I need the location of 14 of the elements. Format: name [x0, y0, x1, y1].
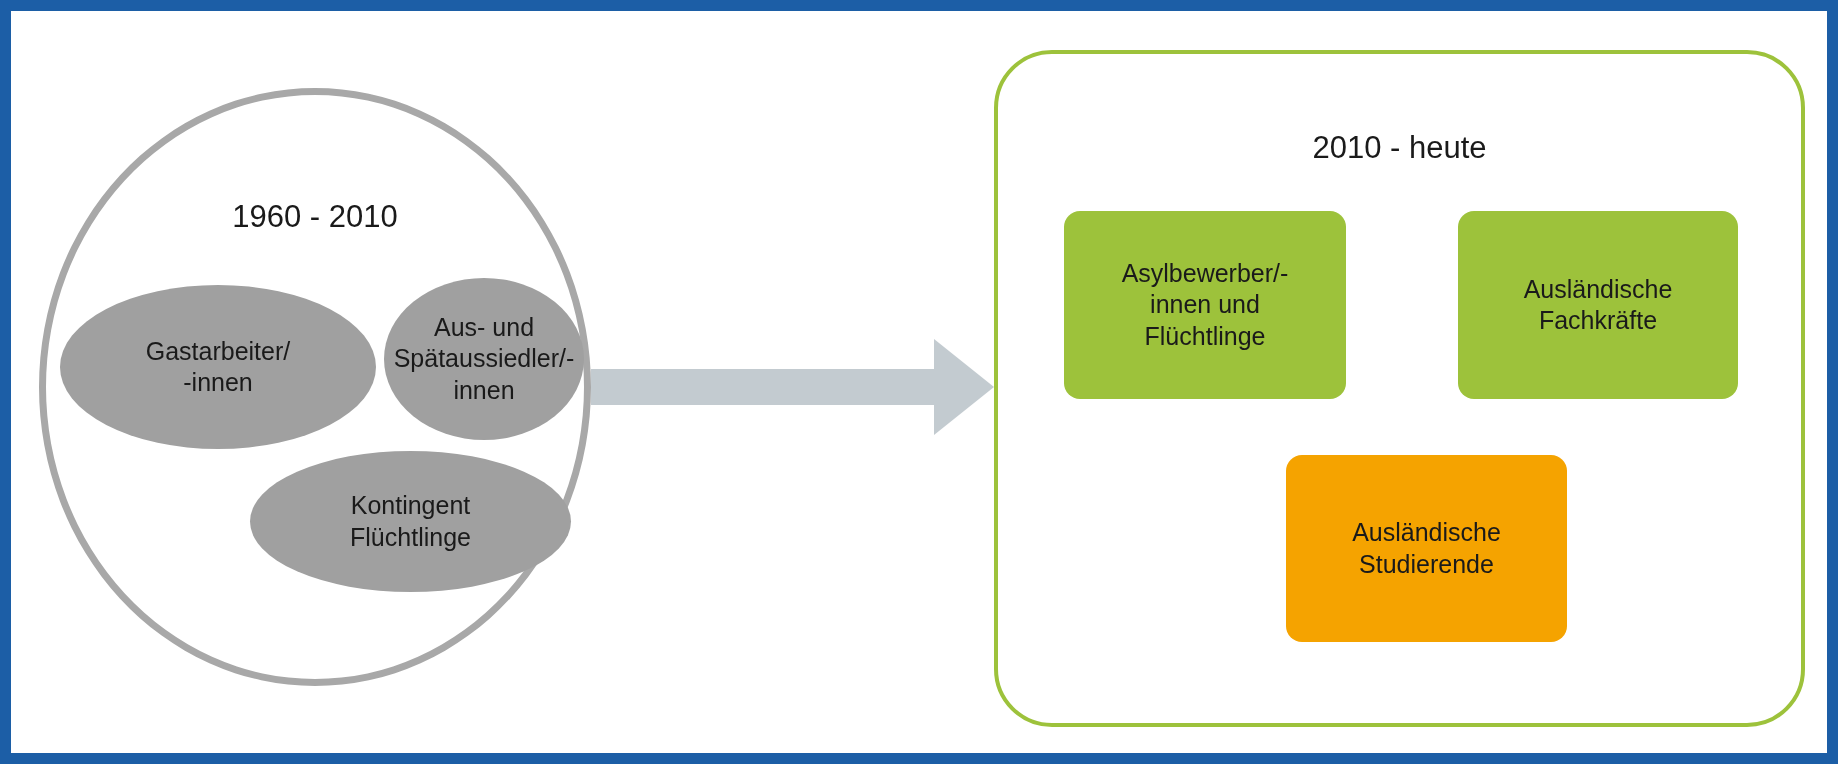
period-label: 1960 - 2010	[231, 199, 399, 235]
period-frame	[994, 50, 1805, 727]
group-box	[1286, 455, 1567, 642]
group-label: Aus- und Spätaussiedler/- innen	[392, 312, 576, 406]
group-label: Kontingent Flüchtlinge	[349, 490, 472, 553]
group-box	[1458, 211, 1738, 399]
arrow	[591, 339, 994, 435]
group-label: Asylbewerber/- innen und Flüchtlinge	[1120, 258, 1290, 352]
group-label: Ausländische Studierende	[1351, 517, 1502, 580]
group-label: Ausländische Fachkräfte	[1522, 273, 1674, 336]
period-ellipse	[39, 88, 591, 686]
group-box	[1064, 211, 1346, 399]
group-label: Gastarbeiter/ -innen	[144, 335, 292, 398]
period-label: 2010 - heute	[1311, 130, 1488, 166]
